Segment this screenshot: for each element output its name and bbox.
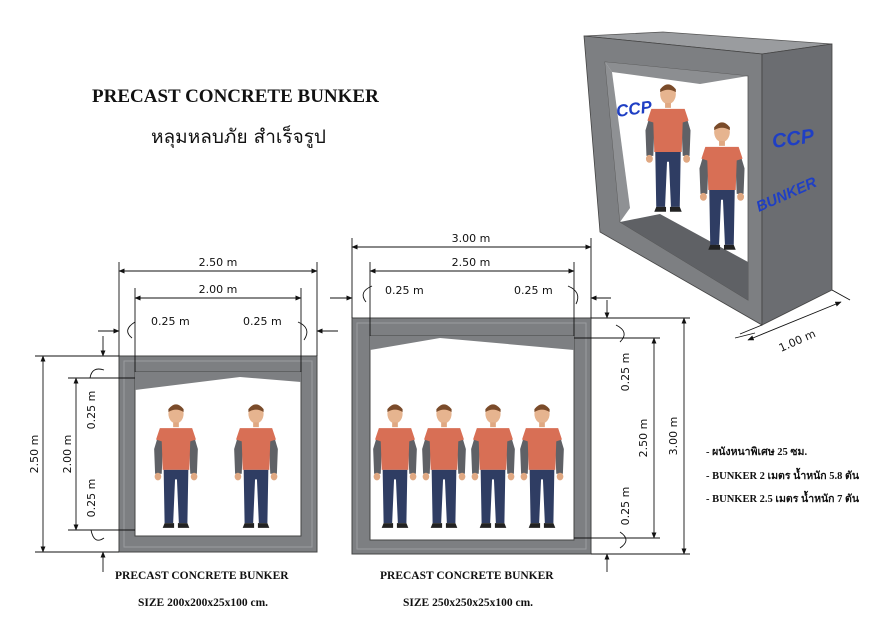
- left-wall-bottom: 0.25 m: [85, 479, 98, 518]
- left-outer-height: 2.50 m: [28, 435, 41, 474]
- right-inner-height: 2.50 m: [637, 419, 650, 458]
- right-wall-right: 0.25 m: [514, 284, 553, 297]
- bunker-3d-render: CCP CCP BUNKER: [583, 31, 833, 326]
- right-wall-left: 0.25 m: [385, 284, 424, 297]
- left-outer-width: 2.50 m: [199, 256, 238, 269]
- left-wall-left: 0.25 m: [151, 315, 190, 328]
- right-bunker-section: [351, 317, 592, 555]
- left-bunker-section: [118, 355, 318, 553]
- depth-dimension: 1.00 m: [777, 327, 818, 355]
- note-item: - ผนังหนาพิเศษ 25 ซม.: [706, 447, 808, 458]
- right-wall-top: 0.25 m: [619, 353, 632, 392]
- left-size: SIZE 200x200x25x100 cm.: [138, 597, 269, 609]
- page-subtitle: หลุมหลบภัย สำเร็จรูป: [151, 126, 326, 148]
- left-wall-top: 0.25 m: [85, 391, 98, 430]
- right-wall-bottom: 0.25 m: [619, 487, 632, 526]
- note-item: - BUNKER 2.5 เมตร น้ำหนัก 7 ตัน: [706, 494, 860, 505]
- left-wall-right: 0.25 m: [243, 315, 282, 328]
- right-size: SIZE 250x250x25x100 cm.: [403, 597, 534, 609]
- brand-ccp-left: CCP: [615, 97, 654, 121]
- right-outer-height: 3.00 m: [667, 417, 680, 456]
- right-inner-width: 2.50 m: [452, 256, 491, 269]
- right-caption: PRECAST CONCRETE BUNKER: [380, 570, 554, 582]
- note-item: - BUNKER 2 เมตร น้ำหนัก 5.8 ตัน: [706, 471, 860, 482]
- page-title: PRECAST CONCRETE BUNKER: [92, 86, 379, 107]
- right-outer-width: 3.00 m: [452, 232, 491, 245]
- left-inner-height: 2.00 m: [61, 435, 74, 474]
- left-caption: PRECAST CONCRETE BUNKER: [115, 570, 289, 582]
- left-inner-width: 2.00 m: [199, 283, 238, 296]
